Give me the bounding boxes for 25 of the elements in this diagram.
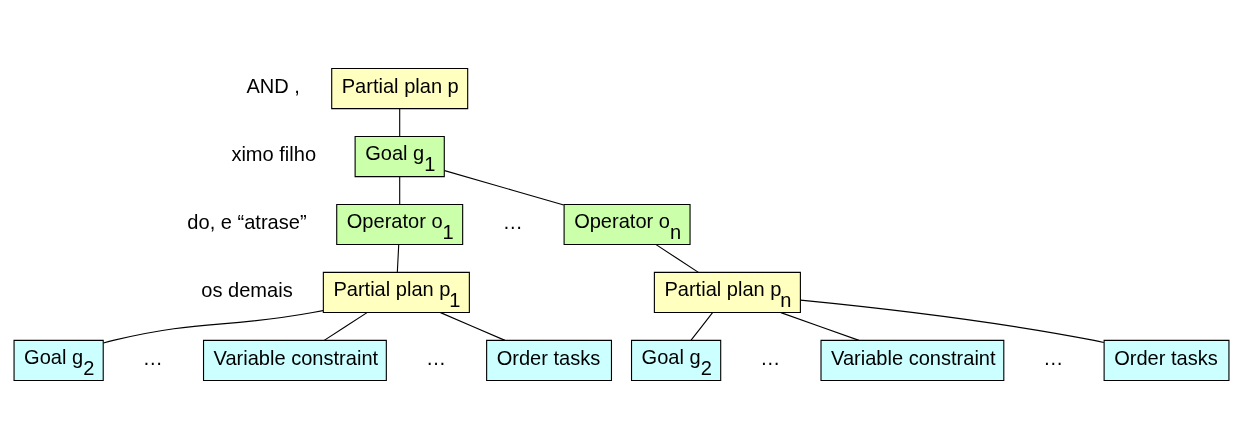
label: …	[142, 346, 163, 369]
connector	[399, 175, 401, 205]
connector	[399, 107, 401, 137]
label: AND ,	[246, 74, 300, 97]
label: do, e “atrase”	[187, 210, 307, 233]
connector	[444, 169, 565, 206]
label: os demais	[201, 278, 293, 301]
connector	[396, 243, 400, 273]
label: …	[1043, 346, 1064, 369]
label: …	[760, 346, 781, 369]
node-box: Variable constraint	[820, 339, 1005, 381]
node-box: Order tasks	[486, 339, 613, 381]
connector	[102, 309, 324, 344]
connector	[323, 311, 368, 341]
connector	[800, 299, 1105, 343]
label: …	[425, 346, 446, 369]
connector	[439, 311, 506, 341]
connector	[655, 243, 699, 273]
node-box: Order tasks	[1103, 339, 1230, 381]
node-box: Partial plan p	[331, 67, 469, 109]
connector	[690, 311, 714, 341]
connector	[780, 311, 860, 341]
label: ximo filho	[231, 142, 317, 165]
label: …	[502, 210, 523, 233]
node-box: Variable constraint	[202, 339, 387, 381]
